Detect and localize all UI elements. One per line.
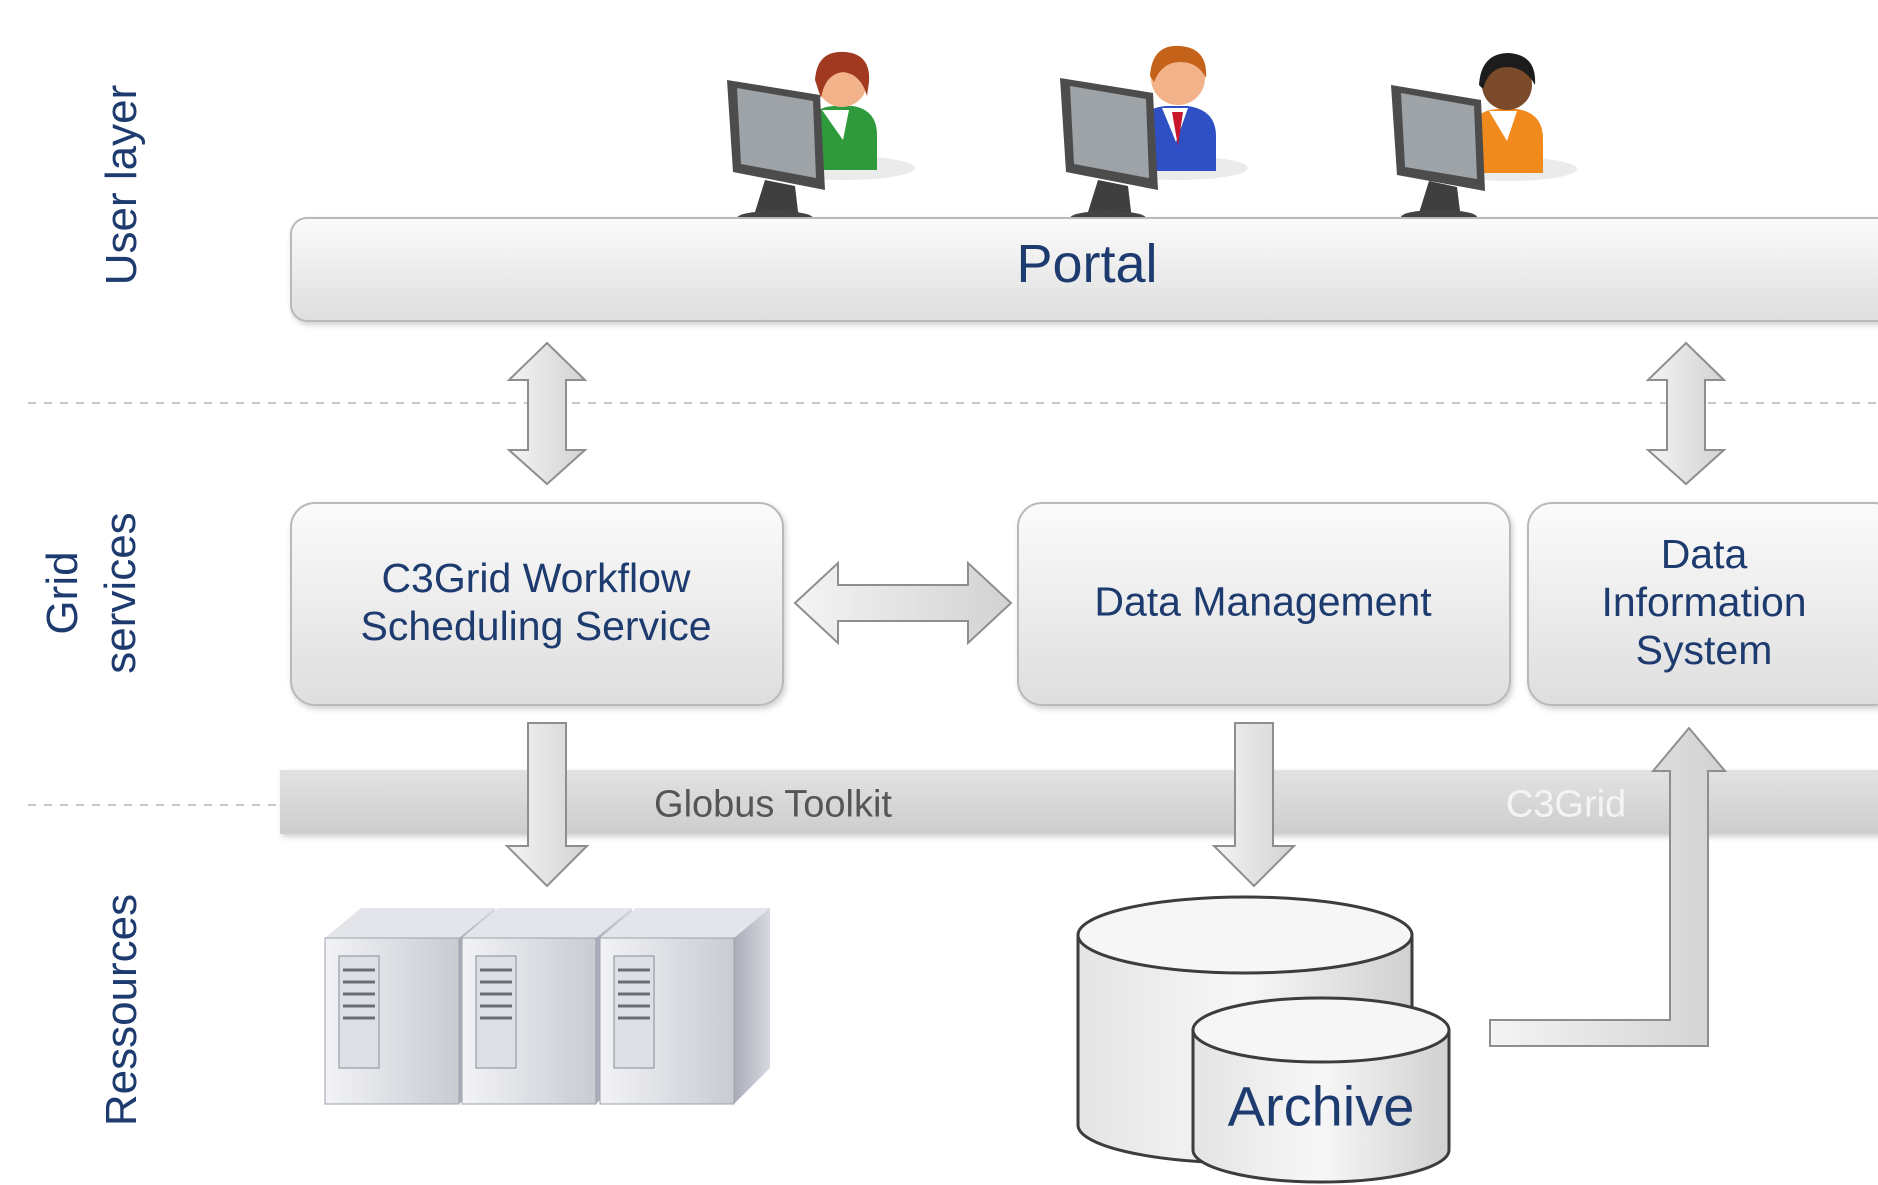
user-blue-icon [1060, 45, 1248, 225]
datamanagement-to-archive-arrow [1211, 722, 1297, 888]
layer-label-grid-services: Grid services [34, 512, 150, 673]
globus-toolkit-bar [280, 770, 1878, 834]
user-green-icon [727, 51, 915, 225]
portal-box [290, 217, 1878, 322]
layer-label-user: User layer [97, 84, 146, 286]
layer-label-grid-line2: services [96, 512, 145, 674]
workflow-to-servers-arrow [504, 722, 590, 888]
archive-to-dis-arrow [1489, 726, 1728, 1047]
data-information-system-box [1527, 502, 1878, 706]
user-orange-icon [1391, 53, 1577, 224]
archive-label: Archive [1227, 1074, 1415, 1138]
servers-icon [324, 908, 770, 1105]
archive-cylinder-icon [1191, 996, 1451, 1184]
layer-label-grid-line1: Grid [38, 551, 87, 635]
data-management-label: Data Management [1094, 578, 1432, 625]
layer-label-resources: Ressources [97, 893, 146, 1127]
dis-label-line3: System [1635, 627, 1773, 673]
portal-dis-double-arrow [1645, 341, 1727, 486]
data-management-box [1017, 502, 1511, 706]
portal-workflow-double-arrow [506, 341, 588, 486]
c3grid-label: C3Grid [1505, 783, 1627, 826]
data-information-system-label: Data Information System [1601, 530, 1806, 674]
workflow-label-line1: C3Grid Workflow [381, 555, 691, 601]
server-3-icon [599, 908, 770, 1105]
dis-label-line1: Data [1660, 531, 1748, 577]
workflow-datamanagement-double-arrow [793, 560, 1013, 646]
dis-label-line2: Information [1601, 579, 1807, 625]
workflow-scheduling-label: C3Grid Workflow Scheduling Service [361, 554, 712, 650]
workflow-scheduling-box [290, 502, 784, 706]
portal-label: Portal [1016, 234, 1158, 294]
globus-toolkit-label: Globus Toolkit [654, 783, 892, 826]
workflow-label-line2: Scheduling Service [360, 603, 712, 649]
